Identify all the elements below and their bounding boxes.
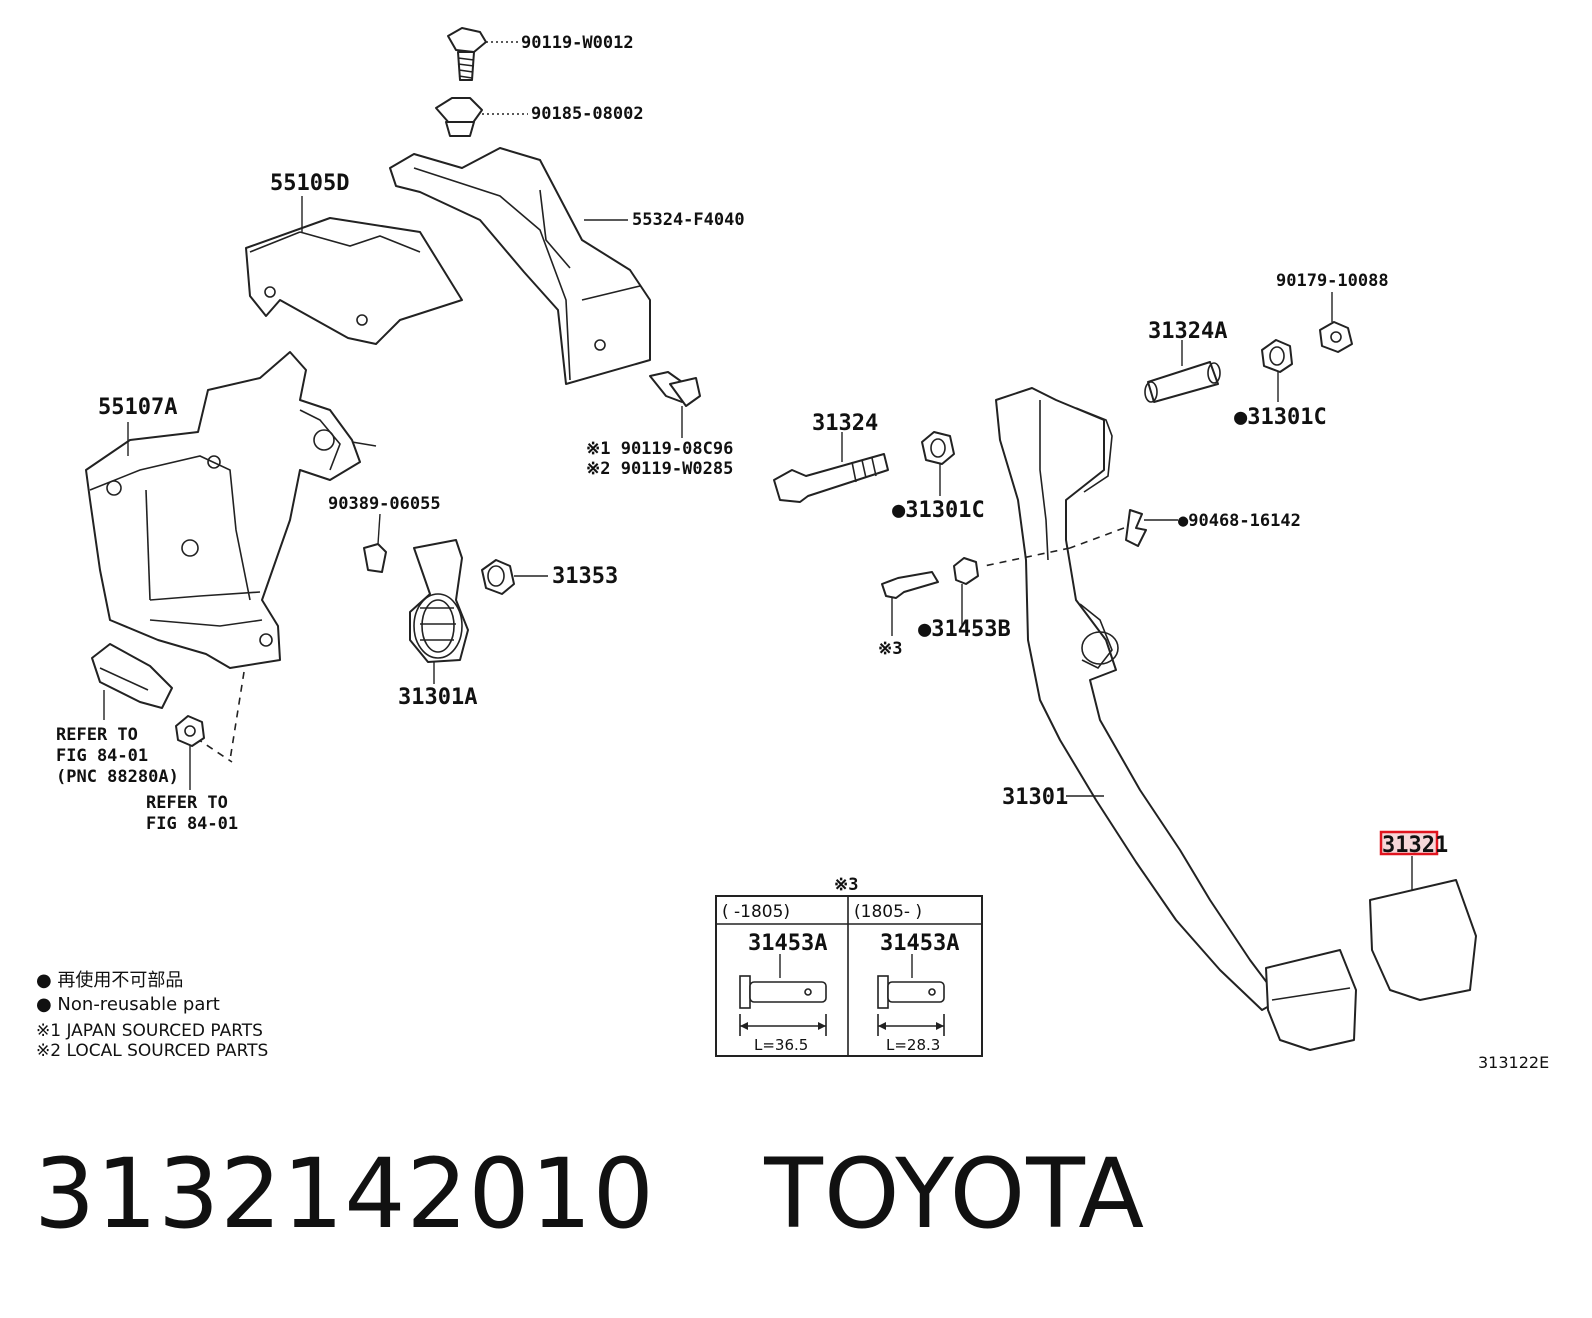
inset-right-length: L=28.3 [886,1036,940,1054]
callout-31353[interactable]: 31353 [552,564,618,589]
callout-90185-08002[interactable]: 90185-08002 [531,104,644,124]
inset-left-length: L=36.5 [754,1036,808,1054]
pedal-pad-31321[interactable] [1369,879,1477,1001]
inset-right-pin-drawing [877,975,945,1036]
bolt-31324[interactable] [773,453,889,503]
legend: ● 再使用不可部品 ● Non-reusable part ※1 JAPAN S… [36,970,268,1061]
clip-90468-16142[interactable] [1125,509,1147,547]
inset-table: ※3 ( -1805) (1805- ) 31453A 31453A L=36.… [715,875,983,1057]
callout-31453b[interactable]: ●31453B [918,617,1011,642]
callout-31301c-left[interactable]: ●31301C [892,498,985,523]
clip-nut-90185-08002[interactable] [435,97,483,137]
callout-90179-10088[interactable]: 90179-10088 [1276,271,1389,291]
pedal-arm-31301[interactable] [995,387,1357,1051]
legend-line-local-sourced: ※2 LOCAL SOURCED PARTS [36,1041,268,1061]
bushing-31453b[interactable] [953,557,979,585]
callout-31324[interactable]: 31324 [812,411,878,436]
refer-note-1-line1: REFER TO [56,725,138,745]
refer-note-1-line2: FIG 84-01 [56,746,148,766]
bolt-90119-08c96[interactable] [649,371,701,407]
footer-brand: TOYOTA [764,1138,1146,1250]
callout-31324a[interactable]: 31324A [1148,319,1227,344]
footer-part-number: 3132142010 [34,1138,655,1250]
callout-90119-08c96[interactable]: ※1 90119-08C96 [586,439,733,459]
callout-31321[interactable]: 31321 [1382,833,1448,858]
bushing-31353[interactable] [481,559,515,595]
nut-31301c-right[interactable] [1261,339,1293,373]
stop-switch-ref[interactable] [91,643,173,709]
inset-right-header: (1805- ) [854,902,922,922]
figure-code: 313122E [1478,1053,1549,1072]
footer-title: 3132142010 TOYOTA [34,1138,1145,1250]
bolt-90119-w0012[interactable] [447,27,487,81]
inset-left-header: ( -1805) [722,902,790,922]
nut-ref[interactable] [175,715,205,747]
inset-right-part[interactable]: 31453A [880,931,959,956]
highlight-box [1379,830,1439,856]
callout-31301[interactable]: 31301 [1002,785,1068,810]
callout-90119-w0012[interactable]: 90119-W0012 [521,33,634,53]
pin-31453a[interactable] [881,571,939,599]
collar-31324a[interactable] [1144,361,1221,403]
callout-55324-f4040[interactable]: 55324-F4040 [632,210,745,230]
spring-31301a[interactable] [409,539,469,663]
legend-line-nonreusable: ● Non-reusable part [36,994,220,1015]
refer-note-2-line2: FIG 84-01 [146,814,238,834]
callout-31301a[interactable]: 31301A [398,685,477,710]
cover-55105d[interactable] [245,217,463,345]
callout-55107a[interactable]: 55107A [98,395,177,420]
nut-31301c-left[interactable] [921,431,955,465]
callout-31301c-right[interactable]: ●31301C [1234,405,1327,430]
callout-90119-w0285[interactable]: ※2 90119-W0285 [586,459,733,479]
legend-line-japan-sourced: ※1 JAPAN SOURCED PARTS [36,1021,263,1041]
inset-left-pin-drawing [739,975,827,1036]
bracket-55107a[interactable] [85,351,377,669]
legend-line-jp: ● 再使用不可部品 [36,970,183,991]
inset-title: ※3 [834,875,858,895]
callout-55105d[interactable]: 55105D [270,171,349,196]
callout-90389-06055[interactable]: 90389-06055 [328,494,441,514]
clip-90389-06055[interactable] [363,543,387,573]
inset-left-part[interactable]: 31453A [748,931,827,956]
callout-90468-16142[interactable]: ●90468-16142 [1178,511,1301,531]
callout-note3: ※3 [878,639,902,659]
bracket-55324-f4040[interactable] [389,147,651,385]
refer-note-2-line1: REFER TO [146,793,228,813]
refer-note-1-line3: (PNC 88280A) [56,767,179,787]
nut-90179-10088[interactable] [1319,321,1353,353]
